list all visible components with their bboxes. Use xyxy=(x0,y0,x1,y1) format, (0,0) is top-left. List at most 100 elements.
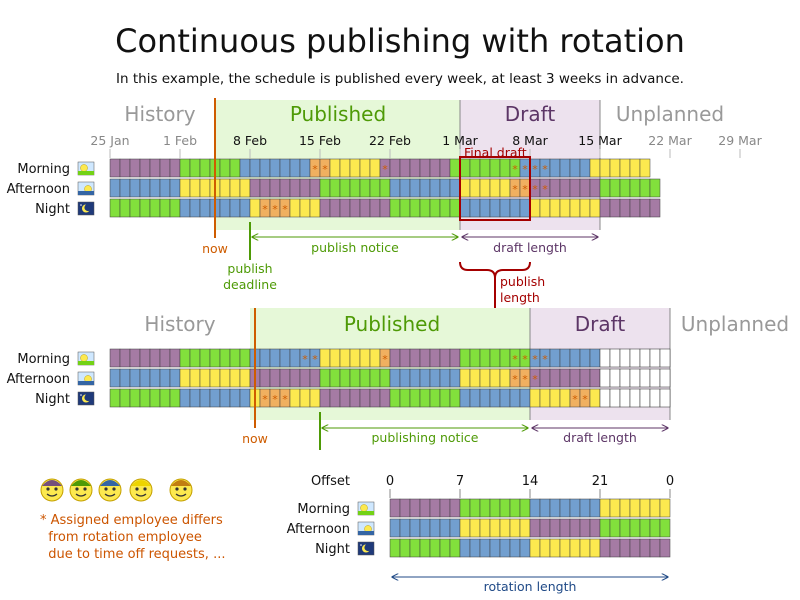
shift-cell xyxy=(649,348,661,368)
shift-cell xyxy=(219,368,231,388)
shift-cell xyxy=(499,368,511,388)
shift-cell xyxy=(429,178,441,198)
page-title: Continuous publishing with rotation xyxy=(115,22,685,60)
shift-cell xyxy=(259,368,271,388)
shift-cell xyxy=(359,348,371,368)
employee-face-icon xyxy=(98,478,122,502)
shift-cell xyxy=(269,158,281,178)
shift-cell xyxy=(139,348,151,368)
shift-cell xyxy=(499,518,511,538)
shift-cell xyxy=(419,538,431,558)
shift-cell xyxy=(299,368,311,388)
date-tick-label: 29 Mar xyxy=(718,133,762,148)
shift-cell xyxy=(479,178,491,198)
shift-cell xyxy=(309,368,321,388)
differs-marker: * xyxy=(522,183,528,196)
text-line: publish xyxy=(500,274,545,289)
shift-cell xyxy=(649,198,661,218)
shift-cell xyxy=(399,538,411,558)
shift-label-night: Night xyxy=(35,202,70,217)
shift-cell xyxy=(319,368,331,388)
differs-marker: * xyxy=(382,353,388,366)
shift-cell xyxy=(619,198,631,218)
shift-cell xyxy=(309,178,321,198)
shift-cell xyxy=(149,198,161,218)
shift-cell xyxy=(519,538,531,558)
shift-cell xyxy=(439,158,451,178)
shift-cell xyxy=(409,538,421,558)
shift-cell xyxy=(239,368,251,388)
shift-cell xyxy=(639,158,651,178)
shift-cell xyxy=(399,388,411,408)
shift-cell xyxy=(389,388,401,408)
shift-cell xyxy=(199,178,211,198)
shift-cell xyxy=(119,368,131,388)
shift-cell xyxy=(599,518,611,538)
shift-cell xyxy=(259,178,271,198)
sun-disc xyxy=(80,164,88,172)
shift-cell xyxy=(419,198,431,218)
date-tick-label: 15 Mar xyxy=(578,133,622,148)
shift-cell xyxy=(549,368,561,388)
shift-cell xyxy=(249,178,261,198)
moon-shadow xyxy=(84,393,92,402)
moon-shadow xyxy=(84,203,92,212)
shift-cell xyxy=(589,158,601,178)
shift-cell xyxy=(489,538,501,558)
water-strip xyxy=(78,191,94,195)
shift-cell xyxy=(639,198,651,218)
shift-cell xyxy=(609,388,621,408)
shift-cell xyxy=(479,388,491,408)
shift-cell xyxy=(339,158,351,178)
differs-marker: * xyxy=(322,163,328,176)
shift-cell xyxy=(649,388,661,408)
shift-cell xyxy=(629,368,641,388)
shift-cell xyxy=(529,388,541,408)
shift-cell xyxy=(339,368,351,388)
shift-cell xyxy=(509,498,521,518)
shift-cell xyxy=(299,198,311,218)
water-strip xyxy=(78,381,94,385)
shift-cell xyxy=(239,198,251,218)
shift-cell xyxy=(119,198,131,218)
label-backdrop xyxy=(478,579,582,595)
shift-cell xyxy=(449,498,461,518)
shift-cell xyxy=(499,178,511,198)
shift-cell xyxy=(489,198,501,218)
differs-marker: * xyxy=(282,393,288,406)
differs-marker: * xyxy=(542,183,548,196)
sunrise-icon xyxy=(357,501,375,516)
shift-cell xyxy=(399,368,411,388)
employee-face-icon xyxy=(69,478,93,502)
shift-cell xyxy=(209,348,221,368)
shift-cell xyxy=(619,348,631,368)
shift-cell xyxy=(279,368,291,388)
shift-cell xyxy=(249,198,261,218)
shift-cell xyxy=(629,538,641,558)
shift-cell xyxy=(569,178,581,198)
shift-cell xyxy=(569,158,581,178)
shift-cell xyxy=(149,368,161,388)
shift-cell xyxy=(559,518,571,538)
shift-cell xyxy=(389,498,401,518)
shift-cell xyxy=(229,158,241,178)
final-draft-box xyxy=(459,156,531,221)
shift-cell xyxy=(619,518,631,538)
differs-marker: * xyxy=(542,353,548,366)
shift-cell xyxy=(349,158,361,178)
shift-cell xyxy=(349,368,361,388)
shift-cell xyxy=(459,198,471,218)
ground-strip xyxy=(78,171,94,175)
shift-cell xyxy=(369,178,381,198)
shift-cell xyxy=(289,368,301,388)
shift-cell xyxy=(589,538,601,558)
shift-cell xyxy=(169,348,181,368)
shift-cell xyxy=(419,498,431,518)
shift-cell xyxy=(539,388,551,408)
shift-cell xyxy=(549,158,561,178)
shift-cell xyxy=(579,498,591,518)
shift-cell xyxy=(499,388,511,408)
shift-cell xyxy=(319,178,331,198)
shift-cell xyxy=(639,388,651,408)
